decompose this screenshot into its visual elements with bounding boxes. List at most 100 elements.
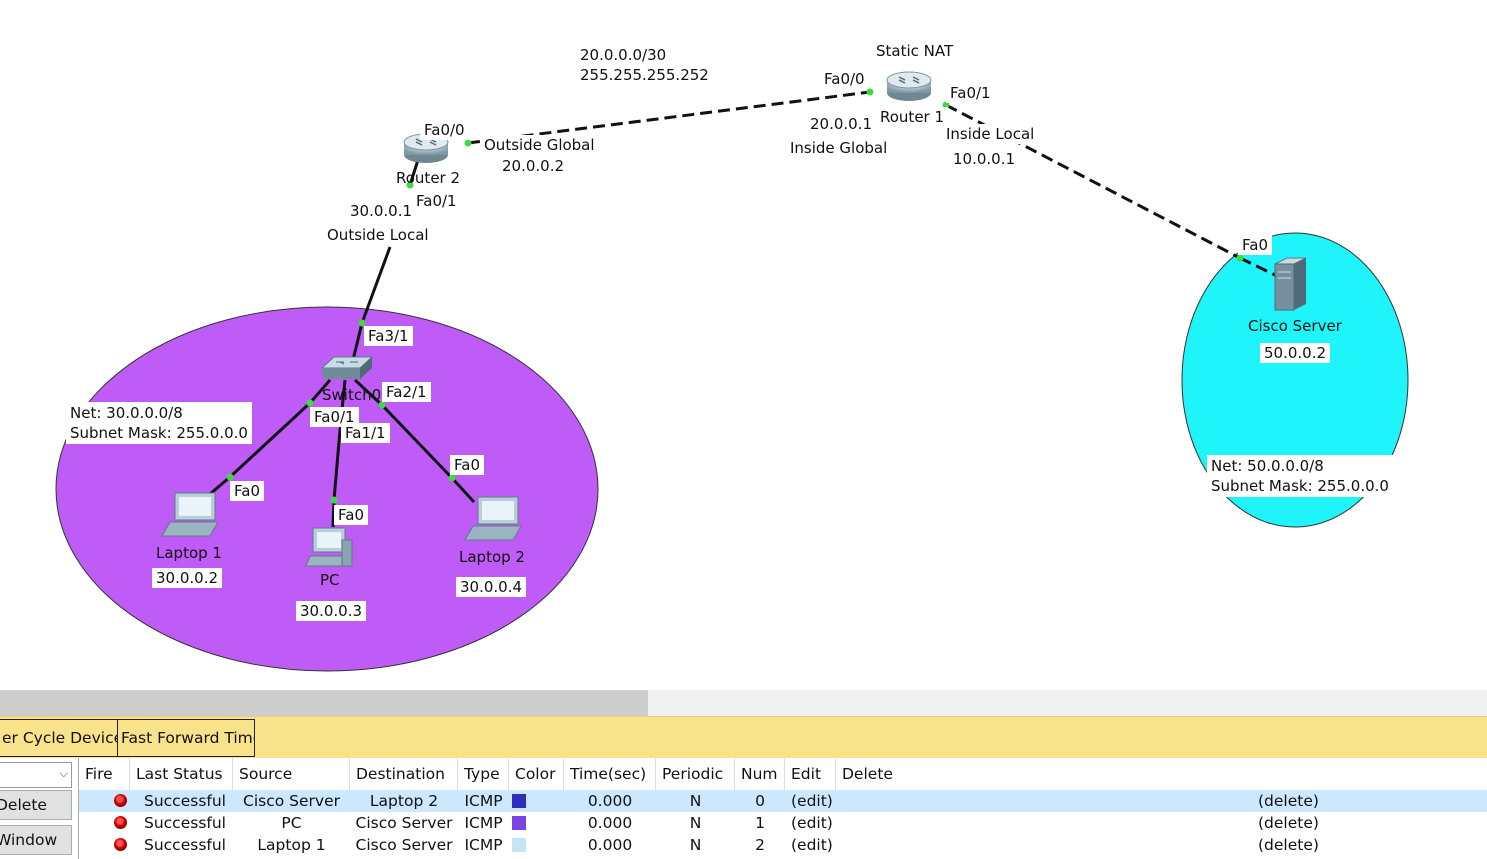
pdu-time: 0.000 (587, 814, 633, 832)
server-name-label: Cisco Server (1248, 317, 1342, 335)
pdu-last-status: Successful (144, 836, 226, 854)
pdu-delete-link[interactable]: (delete) (1258, 792, 1319, 810)
col-last-status[interactable]: Last Status (130, 758, 233, 790)
switch-icon[interactable] (320, 356, 374, 379)
chevron-down-icon: ⌵ (59, 767, 68, 780)
pdu-color-swatch (512, 816, 526, 830)
pdu-type: ICMP (464, 836, 503, 854)
horizontal-scrollbar[interactable] (0, 690, 1487, 716)
server-cloud (1181, 232, 1409, 528)
pdu-color-swatch (512, 838, 526, 852)
laptop2-port-label: Fa0 (450, 455, 484, 475)
pdu-delete-link[interactable]: (delete) (1258, 814, 1319, 832)
fast-forward-time-button[interactable]: Fast Forward Time (117, 719, 255, 757)
col-periodic[interactable]: Periodic (656, 758, 735, 790)
pdu-destination: Cisco Server (355, 814, 453, 832)
fire-indicator-icon[interactable] (114, 816, 127, 829)
laptop2-name-label: Laptop 2 (459, 548, 525, 566)
pdu-delete-link[interactable]: (delete) (1258, 836, 1319, 854)
pdu-num: 1 (755, 814, 765, 832)
router-icon[interactable] (886, 71, 932, 101)
realtime-toolbar: er Cycle Devices Fast Forward Time (0, 716, 1487, 759)
switch-name-label: Switch0 (322, 386, 382, 404)
pdu-row[interactable]: Successful PC Cisco Server ICMP 0.000 N … (79, 812, 1487, 834)
pdu-time: 0.000 (587, 792, 633, 810)
pdu-source: PC (281, 814, 302, 832)
pdu-row[interactable]: Successful Laptop 1 Cisco Server ICMP 0.… (79, 834, 1487, 856)
pdu-edit-link[interactable]: (edit) (791, 792, 833, 810)
pdu-periodic: N (689, 814, 702, 832)
pdu-destination: Cisco Server (355, 836, 453, 854)
router1-ip-b-role-label: Inside Local (942, 124, 1039, 144)
col-destination[interactable]: Destination (350, 758, 458, 790)
topology-canvas[interactable]: Static NAT Fa0/0 Fa0/1 Router 1 20.0.0.1… (0, 0, 1487, 690)
pdu-color-swatch (512, 794, 526, 808)
col-color[interactable]: Color (509, 758, 564, 790)
router2-ip-a-role-label: Outside Global (480, 135, 599, 155)
pdu-source: Cisco Server (243, 792, 340, 810)
router2-ip-b-label: 30.0.0.1 (346, 201, 417, 221)
delete-scenario-button[interactable]: Delete (0, 790, 72, 820)
router1-name-label: Router 1 (876, 107, 949, 127)
lan-network-note: Net: 30.0.0.0/8 Subnet Mask: 255.0.0.0 (66, 402, 252, 444)
pdu-type: ICMP (464, 814, 503, 832)
router2-ip-b-role-label: Outside Local (323, 225, 433, 245)
scenario-select[interactable]: ⌵ (0, 762, 72, 788)
switch-port-fa2-label: Fa2/1 (382, 382, 431, 402)
fire-indicator-icon[interactable] (114, 794, 127, 807)
pc-name-label: PC (320, 571, 340, 589)
router1-ip-a-label: 20.0.0.1 (806, 114, 877, 134)
laptop1-ip-label: 30.0.0.2 (152, 568, 223, 588)
switch-port-uplink-label: Fa3/1 (364, 326, 413, 346)
pc-ip-label: 30.0.0.3 (296, 601, 367, 621)
pdu-destination: Laptop 2 (369, 792, 439, 810)
fire-indicator-icon[interactable] (114, 838, 127, 851)
laptop-icon[interactable] (161, 492, 219, 537)
pdu-edit-link[interactable]: (edit) (791, 814, 833, 832)
laptop-icon[interactable] (464, 496, 522, 541)
server-ip-label: 50.0.0.2 (1260, 343, 1331, 363)
col-type[interactable]: Type (458, 758, 509, 790)
laptop2-ip-label: 30.0.0.4 (456, 577, 527, 597)
pdu-num: 0 (755, 792, 765, 810)
pdu-type: ICMP (464, 792, 503, 810)
server-network-note: Net: 50.0.0.0/8 Subnet Mask: 255.0.0.0 (1207, 455, 1393, 497)
pdu-last-status: Successful (144, 814, 226, 832)
wan-network-note: 20.0.0.0/30 255.255.255.252 (576, 44, 713, 86)
pc-port-label: Fa0 (334, 505, 368, 525)
pdu-num: 2 (755, 836, 765, 854)
scrollbar-thumb[interactable] (0, 690, 648, 716)
pdu-edit-link[interactable]: (edit) (791, 836, 833, 854)
pdu-row[interactable]: Successful Cisco Server Laptop 2 ICMP 0.… (79, 790, 1487, 812)
pdu-list: Fire Last Status Source Destination Type… (79, 758, 1487, 859)
router2-name-label: Router 2 (396, 169, 461, 187)
col-delete[interactable]: Delete (842, 765, 893, 783)
col-edit[interactable]: Edit (785, 758, 836, 790)
pdu-source: Laptop 1 (257, 836, 326, 854)
toggle-pdu-window-button[interactable]: Window (0, 825, 72, 855)
router1-port-b-label: Fa0/1 (946, 83, 995, 103)
power-cycle-devices-button[interactable]: er Cycle Devices (0, 719, 118, 757)
router1-ip-b-label: 10.0.0.1 (949, 149, 1020, 169)
col-source[interactable]: Source (233, 758, 350, 790)
lan-links (209, 159, 476, 528)
laptop1-port-label: Fa0 (230, 481, 264, 501)
router1-port-a-label: Fa0/0 (820, 69, 869, 89)
pdu-periodic: N (689, 836, 702, 854)
pc-icon[interactable] (305, 527, 353, 567)
switch-port-fa1-label: Fa1/1 (341, 423, 390, 443)
server-icon[interactable] (1274, 257, 1307, 311)
router1-ip-a-role-label: Inside Global (786, 138, 892, 158)
router2-ip-a-label: 20.0.0.2 (498, 156, 569, 176)
col-num[interactable]: Num (735, 758, 785, 790)
router2-port-b-label: Fa0/1 (412, 191, 461, 211)
router1-title-label: Static NAT (872, 41, 958, 61)
pdu-periodic: N (689, 792, 702, 810)
col-time[interactable]: Time(sec) (564, 758, 656, 790)
router-icon[interactable] (403, 133, 449, 163)
link-lights (226, 88, 1244, 504)
router2-port-a-label: Fa0/0 (420, 120, 469, 140)
col-fire[interactable]: Fire (79, 758, 130, 790)
switch-port-fa0-label: Fa0/1 (310, 407, 359, 427)
pdu-time: 0.000 (587, 836, 633, 854)
